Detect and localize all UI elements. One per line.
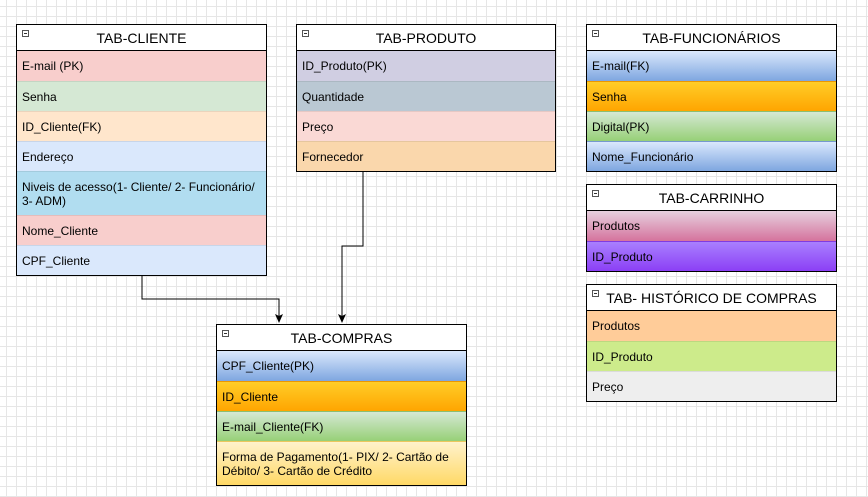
- table-title: TAB-FUNCIONÁRIOS: [642, 30, 781, 46]
- collapse-icon[interactable]: [302, 30, 309, 37]
- table-row[interactable]: Endereço: [17, 141, 266, 171]
- field-label: Preço: [592, 379, 624, 394]
- table-title: TAB- HISTÓRICO DE COMPRAS: [606, 290, 817, 306]
- table-header[interactable]: TAB-FUNCIONÁRIOS: [587, 25, 836, 51]
- field-label: CPF_Cliente(PK): [222, 359, 315, 373]
- table-row[interactable]: CPF_Cliente(PK): [217, 351, 466, 381]
- table-header[interactable]: TAB-COMPRAS: [217, 325, 466, 351]
- field-label: Quantidade: [302, 89, 365, 104]
- collapse-icon[interactable]: [592, 30, 599, 37]
- field-label: E-mail (PK): [22, 59, 84, 73]
- collapse-icon[interactable]: [22, 30, 29, 37]
- table-row[interactable]: Quantidade: [297, 81, 555, 111]
- table-header[interactable]: TAB- HISTÓRICO DE COMPRAS: [587, 285, 836, 311]
- collapse-icon[interactable]: [222, 330, 229, 337]
- table-row[interactable]: E-mail_Cliente(FK): [217, 411, 466, 441]
- field-label: Nome_Cliente: [22, 223, 99, 238]
- table-row[interactable]: ID_Produto: [587, 241, 836, 271]
- table-row[interactable]: Produtos: [587, 211, 836, 241]
- field-label: E-mail_Cliente(FK): [222, 419, 324, 434]
- table-row[interactable]: Fornecedor: [297, 141, 555, 171]
- table-header[interactable]: TAB-CLIENTE: [17, 25, 266, 51]
- table-row[interactable]: Produtos: [587, 311, 836, 341]
- table-header[interactable]: TAB-PRODUTO: [297, 25, 555, 51]
- table-row[interactable]: ID_Cliente: [217, 381, 466, 411]
- field-label: CPF_Cliente: [22, 253, 91, 268]
- field-label: ID_Produto: [592, 349, 653, 364]
- field-label: ID_Cliente(FK): [22, 119, 102, 134]
- field-label: E-mail(FK): [592, 59, 650, 73]
- field-label: Produtos: [592, 319, 641, 333]
- table-row[interactable]: Digital(PK): [587, 111, 836, 141]
- relation-cliente-to-compras: [141, 275, 283, 323]
- table-row[interactable]: Niveis de acesso(1- Cliente/ 2- Funcioná…: [17, 171, 266, 215]
- table-title: TAB-CARRINHO: [658, 190, 765, 206]
- field-label: Digital(PK): [592, 119, 650, 134]
- table-title: TAB-CLIENTE: [96, 30, 187, 46]
- field-label: ID_Produto: [592, 249, 653, 264]
- table-row[interactable]: Nome_Cliente: [17, 215, 266, 245]
- table-row[interactable]: ID_Produto: [587, 341, 836, 371]
- field-label: Endereço: [22, 149, 74, 164]
- table-row[interactable]: Forma de Pagamento(1- PIX/ 2- Cartão de …: [217, 441, 466, 485]
- field-label: Senha: [22, 89, 57, 104]
- field-label: Fornecedor: [302, 149, 364, 164]
- field-label: Produtos: [592, 219, 641, 233]
- table-row[interactable]: CPF_Cliente: [17, 245, 266, 275]
- table-row[interactable]: Preço: [587, 371, 836, 401]
- table-title: TAB-PRODUTO: [375, 30, 477, 46]
- table-row[interactable]: E-mail(FK): [587, 51, 836, 81]
- field-label: Nome_Funcionário: [592, 149, 694, 164]
- field-label: ID_Produto(PK): [302, 59, 387, 73]
- relation-produto-to-compras: [338, 171, 364, 323]
- collapse-icon[interactable]: [592, 190, 599, 197]
- table-header[interactable]: TAB-CARRINHO: [587, 185, 836, 211]
- table-row[interactable]: Nome_Funcionário: [587, 141, 836, 171]
- table-row[interactable]: Preço: [297, 111, 555, 141]
- field-label: Niveis de acesso(1- Cliente/ 2- Funcioná…: [22, 179, 255, 208]
- field-label: ID_Cliente: [222, 389, 279, 404]
- table-row[interactable]: Senha: [587, 81, 836, 111]
- field-label: Senha: [592, 89, 627, 104]
- field-label: Forma de Pagamento(1- PIX/ 2- Cartão de …: [222, 449, 449, 478]
- table-row[interactable]: ID_Produto(PK): [297, 51, 555, 81]
- table-row[interactable]: Senha: [17, 81, 266, 111]
- table-row[interactable]: E-mail (PK): [17, 51, 266, 81]
- collapse-icon[interactable]: [592, 290, 599, 297]
- field-label: Preço: [302, 119, 334, 134]
- table-title: TAB-COMPRAS: [290, 330, 393, 346]
- table-row[interactable]: ID_Cliente(FK): [17, 111, 266, 141]
